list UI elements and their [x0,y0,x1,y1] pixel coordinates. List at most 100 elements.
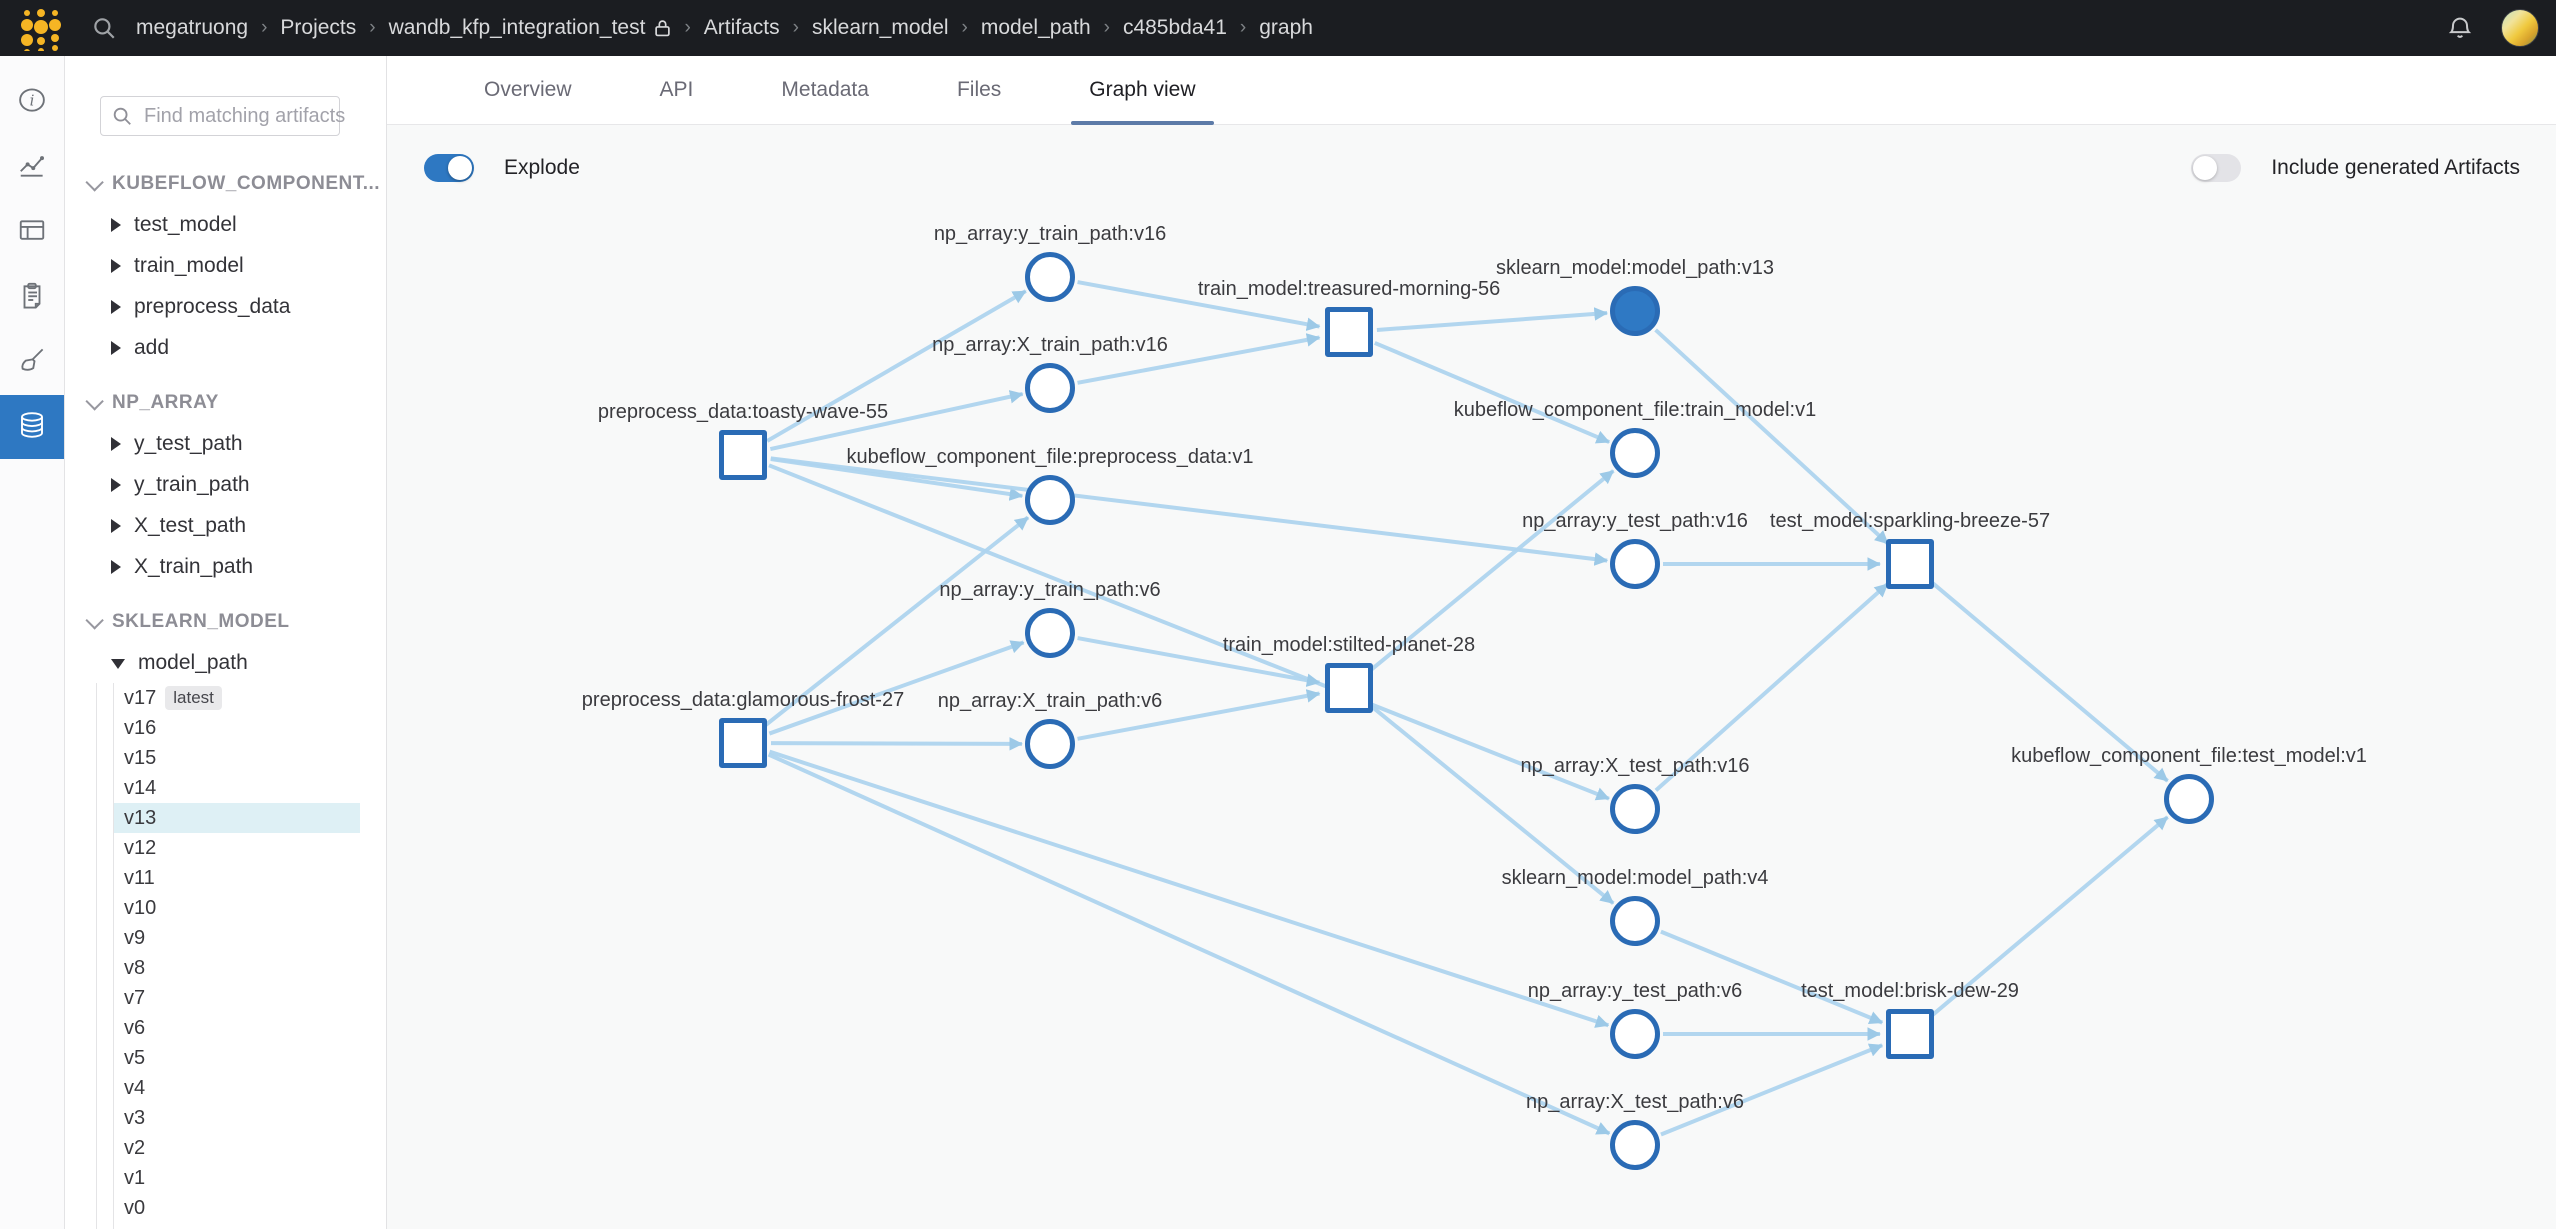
graph-node-train_file[interactable] [1610,428,1660,478]
include-generated-toggle[interactable] [2191,154,2242,182]
section-label: NP_ARRAY [112,392,219,413]
tab-overview[interactable]: Overview [466,56,590,124]
tab-label: Overview [484,78,572,101]
graph-node-label-toasty: preprocess_data:toasty-wave-55 [597,401,889,423]
rail-item-artifacts[interactable] [0,395,64,459]
graph-node-treasured[interactable] [1325,307,1373,357]
graph-node-X_train16[interactable] [1025,363,1075,413]
version-row-v15[interactable]: v15 [114,743,360,773]
artifact-search-input[interactable] [142,103,386,129]
graph-node-brisk[interactable] [1886,1009,1934,1059]
version-row-v5[interactable]: v5 [114,1043,360,1073]
tree-item-label: X_test_path [134,513,247,537]
tree-item-X_test_path[interactable]: X_test_path [64,505,386,546]
graph-node-toasty[interactable] [719,430,767,480]
version-row-v12[interactable]: v12 [114,833,360,863]
version-row-v0[interactable]: v0 [114,1193,360,1223]
active-tab-underline [1071,121,1214,125]
breadcrumb-separator: › [792,17,799,38]
breadcrumb-item-c485bda41[interactable]: c485bda41 [1122,16,1227,39]
rail-item-charts[interactable] [0,135,64,199]
breadcrumb-item-Artifacts[interactable]: Artifacts [703,16,780,39]
graph-node-label-brisk: test_model:brisk-dew-29 [1801,980,2019,1002]
explode-toggle[interactable] [424,154,474,182]
version-row-v1[interactable]: v1 [114,1163,360,1193]
graph-node-glamorous[interactable] [719,718,767,768]
tab-files[interactable]: Files [939,56,1019,124]
graph-node-sparkling[interactable] [1886,539,1934,589]
wandb-logo[interactable] [16,5,68,51]
search-icon[interactable] [86,10,122,46]
left-icon-rail: i [0,56,65,1229]
notifications-bell-icon[interactable] [2443,11,2477,45]
version-row-v4[interactable]: v4 [114,1073,360,1103]
tree-item-y_train_path[interactable]: y_train_path [64,464,386,505]
version-row-v14[interactable]: v14 [114,773,360,803]
version-label: v11 [124,866,155,889]
graph-node-X_train6[interactable] [1025,719,1075,769]
user-avatar[interactable] [2501,9,2539,47]
graph-node-test_file[interactable] [2164,774,2214,824]
version-row-v13[interactable]: v13 [114,803,360,833]
graph-node-label-X_train16: np_array:X_train_path:v16 [932,334,1168,356]
breadcrumb-item-megatruong[interactable]: megatruong [136,16,249,39]
tree-item-test_model[interactable]: test_model [64,204,386,245]
version-row-v2[interactable]: v2 [114,1133,360,1163]
tree-item-X_train_path[interactable]: X_train_path [64,546,386,587]
tree-item-model_path[interactable]: model_path [64,642,386,683]
tree-item-label: add [134,335,170,359]
include-generated-control: Include generated Artifacts [2191,154,2520,182]
breadcrumb-item-graph[interactable]: graph [1259,16,1313,39]
graph-node-model13[interactable] [1610,286,1660,336]
tree-section-sklearn-model[interactable]: SKLEARN_MODEL [64,602,386,642]
version-label: v4 [124,1076,146,1099]
graph-node-Xtest6[interactable] [1610,1120,1660,1170]
version-row-v11[interactable]: v11 [114,863,360,893]
rail-item-logs[interactable] [0,265,64,329]
version-row-v7[interactable]: v7 [114,983,360,1013]
breadcrumb-item-model_path[interactable]: model_path [980,16,1091,39]
tab-label: Graph view [1089,78,1196,101]
rail-item-info[interactable]: i [0,70,64,134]
version-label: v1 [124,1166,146,1189]
graph-node-y_train16[interactable] [1025,252,1075,302]
tree-item-y_test_path[interactable]: y_test_path [64,423,386,464]
breadcrumb-item-Projects[interactable]: Projects [280,16,357,39]
tree-item-preprocess_data[interactable]: preprocess_data [64,286,386,327]
tab-api[interactable]: API [642,56,712,124]
artifact-search-box [100,96,386,136]
version-row-v10[interactable]: v10 [114,893,360,923]
version-row-v6[interactable]: v6 [114,1013,360,1043]
tab-graph-view[interactable]: Graph view [1071,56,1214,125]
tree-section-kubeflow-component-[interactable]: KUBEFLOW_COMPONENT... [64,164,386,204]
tree-item-train_model[interactable]: train_model [64,245,386,286]
breadcrumb-separator: › [1239,17,1247,38]
edge-toasty-to-Xtest16 [768,463,1610,801]
graph-node-y_train6[interactable] [1025,608,1075,658]
version-row-v3[interactable]: v3 [114,1103,360,1133]
chevron-down-icon [85,172,104,192]
tree-item-add[interactable]: add [64,327,386,368]
graph-node-Xtest16[interactable] [1610,784,1660,834]
edge-glamorous-to-Xtest6 [767,752,1611,1136]
artifact-tab-bar: Overview API Metadata Files Graph view [386,56,2556,125]
artifacts-sidebar: KUBEFLOW_COMPONENT... test_model train_m… [64,56,387,1229]
graph-node-preproc_file[interactable] [1025,475,1075,525]
breadcrumb-item-sklearn_model[interactable]: sklearn_model [811,16,949,39]
graph-node-ytest6[interactable] [1610,1009,1660,1059]
section-label: SKLEARN_MODEL [112,611,290,632]
breadcrumb-item-wandb_kfp_integration_test[interactable]: wandb_kfp_integration_test [389,16,672,40]
graph-node-ytest16[interactable] [1610,539,1660,589]
version-row-v8[interactable]: v8 [114,953,360,983]
rail-item-sweeps[interactable] [0,330,64,394]
graph-node-model4[interactable] [1610,896,1660,946]
tree-section-np-array[interactable]: NP_ARRAY [64,383,386,423]
version-row-v9[interactable]: v9 [114,923,360,953]
rail-item-tables[interactable] [0,200,64,264]
version-row-v16[interactable]: v16 [114,713,360,743]
tab-metadata[interactable]: Metadata [763,56,887,124]
graph-node-stilted[interactable] [1325,663,1373,713]
graph-node-label-stilted: train_model:stilted-planet-28 [1222,634,1476,656]
